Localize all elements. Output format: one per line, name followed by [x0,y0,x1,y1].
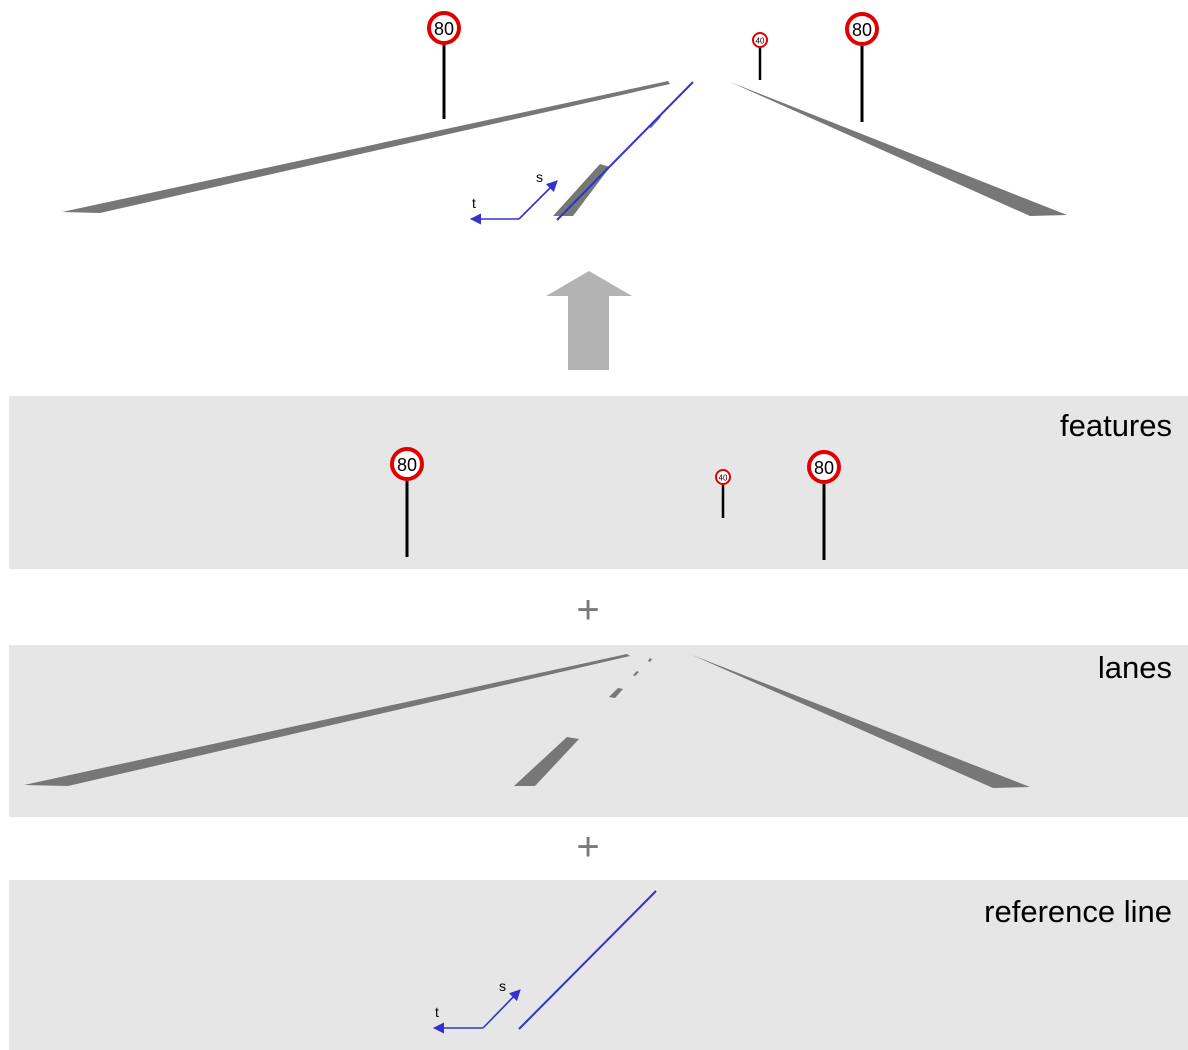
sign-80-left-text: 80 [434,19,454,39]
lane-center-dash-4 [648,658,652,662]
features-signs: 80 80 40 [390,447,841,560]
right-edge-marking [725,80,1067,216]
ref-s-axis-label: s [499,978,506,994]
reference-line [556,81,694,221]
feature-sign-40-text: 40 [719,474,728,483]
sign-80-right: 80 [845,12,879,122]
lane-center-dash-3 [633,671,639,676]
feature-sign-80-left: 80 [390,447,424,557]
ref-t-axis-label: t [435,1004,439,1020]
reference-line-layer: reference line [9,880,1188,1050]
center-dash-1 [553,164,610,216]
s-axis-label: s [536,169,543,185]
feature-sign-80-right-text: 80 [814,458,834,478]
reference-line-only [518,890,657,1030]
lanes-layer: lanes [9,645,1188,817]
feature-sign-40: 40 [715,469,731,518]
reference-line-contents: s t [432,890,657,1034]
features-label: features [1059,408,1172,443]
lane-center-dash-2 [609,688,623,698]
feature-sign-80-left-text: 80 [397,455,417,475]
sign-80-right-text: 80 [852,20,872,40]
sign-40: 40 [752,32,768,80]
ref-s-axis-arrow [482,989,521,1029]
reference-line-label: reference line [984,894,1172,929]
combined-road-view: s t 80 80 40 [62,11,1067,225]
features-layer: features [9,396,1188,569]
feature-sign-80-right: 80 [807,450,841,560]
left-edge-marking [62,81,670,213]
lane-center-dash-1 [514,737,579,786]
plus-operator-top: + [576,588,600,632]
lanes-label: lanes [1097,650,1172,685]
lanes-markings [24,653,1030,788]
lane-left-edge [24,654,630,786]
lane-right-edge [687,653,1030,788]
s-axis-arrow [518,180,558,220]
sign-40-text: 40 [756,37,765,46]
t-axis-label: t [472,195,476,211]
st-axes: s t [469,169,558,225]
plus-operator-bottom: + [576,825,600,869]
sign-80-left: 80 [427,11,461,119]
combine-arrow [546,271,632,370]
